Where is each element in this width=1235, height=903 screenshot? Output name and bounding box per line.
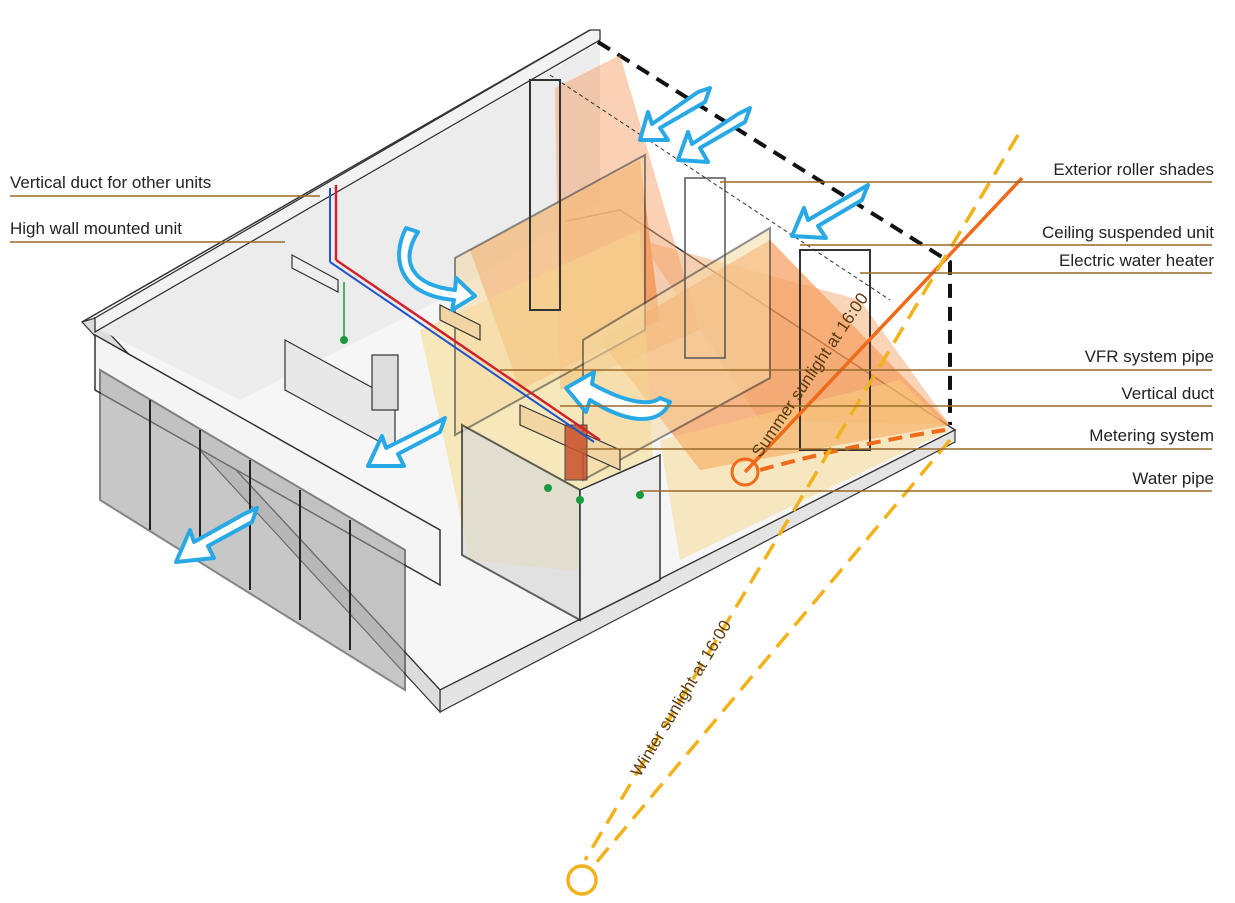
- label-ceiling-suspended-unit: Ceiling suspended unit: [1041, 223, 1214, 242]
- winter-sun-ray-1: [583, 134, 1020, 861]
- metering-box: [564, 424, 588, 481]
- roller-shade-dash: [549, 74, 891, 301]
- airflow-arrow-3: [790, 183, 870, 240]
- leader-lines: [10, 181, 1212, 492]
- label-electric-water-heater: Electric water heater: [1059, 251, 1214, 270]
- winter-sun-ray-2: [588, 438, 952, 872]
- airflow-arrows: [174, 86, 870, 564]
- water-pipe-node-4: [576, 496, 584, 504]
- label-metering-system: Metering system: [1089, 426, 1214, 445]
- airflow-arrow-4: [366, 416, 447, 468]
- back-wall-top-line: [81, 29, 591, 323]
- water-pipe-node-1: [340, 336, 348, 344]
- summer-sun-marker: [730, 457, 760, 487]
- label-high-wall-mounted-unit: High wall mounted unit: [10, 219, 182, 238]
- label-exterior-roller-shades: Exterior roller shades: [1053, 160, 1214, 179]
- summer-sun-ray: [743, 176, 1024, 474]
- high-wall-mounted-unit-box: [291, 253, 339, 293]
- vfr-pipe-red: [335, 258, 601, 442]
- label-water-pipe: Water pipe: [1132, 469, 1214, 488]
- electric-water-heater-unit: [371, 354, 399, 411]
- window-frame-2: [684, 177, 726, 359]
- water-pipe-node-3: [636, 491, 644, 499]
- sunlight-floor-yellow-2: [660, 380, 950, 560]
- water-pipe-node-2: [544, 484, 552, 492]
- vfr-pipe-blue: [329, 261, 595, 443]
- facade-dashed-frame: [596, 40, 952, 425]
- ceiling-suspended-unit-box: [439, 304, 481, 341]
- label-vertical-duct-other-units: Vertical duct for other units: [10, 173, 212, 192]
- airflow-arrow-1: [638, 86, 712, 142]
- airflow-curve-1: [397, 226, 477, 312]
- summer-sun-dash: [759, 428, 946, 472]
- airflow-arrow-5: [174, 506, 259, 564]
- label-vfr-system-pipe: VFR system pipe: [1084, 347, 1214, 366]
- back-wall-face: [100, 42, 600, 400]
- front-glazing: [99, 368, 406, 692]
- label-vertical-duct: Vertical duct: [1121, 384, 1214, 403]
- airflow-arrow-2: [676, 106, 752, 164]
- window-frame-1: [529, 79, 561, 311]
- airflow-curve-2: [564, 370, 672, 421]
- winter-sun-marker: [566, 864, 598, 896]
